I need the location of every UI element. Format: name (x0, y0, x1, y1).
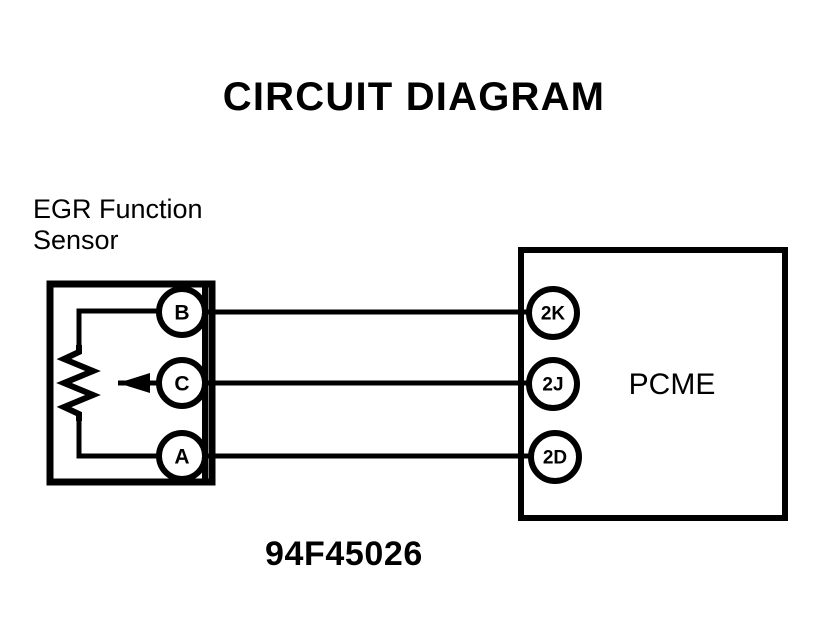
diagram-title: CIRCUIT DIAGRAM (223, 75, 605, 119)
pcme-pin-2d-circle[interactable] (528, 430, 582, 484)
potentiometer-wiper-arrow-icon (118, 373, 150, 393)
pcme-pin-2k-circle[interactable] (526, 286, 580, 340)
wiring-harness (205, 309, 530, 459)
pcme-pin-2d-label: 2D (543, 448, 567, 469)
part-number: 94F45026 (265, 535, 423, 573)
sensor-label-line2: Sensor (33, 225, 119, 255)
pcme-outline (518, 247, 788, 521)
pcme-pin-2j-circle[interactable] (526, 357, 580, 411)
sensor-pin-c-label: C (174, 373, 189, 396)
pcme-pin-2k-label: 2K (541, 304, 566, 325)
pcme-module: PCME 2K 2J 2D (518, 247, 788, 521)
pcme-label: PCME (629, 368, 716, 401)
sensor-pin-a-label: A (174, 446, 189, 469)
sensor-label-line1: EGR Function (33, 194, 203, 224)
sensor-pin-b-label: B (174, 302, 189, 325)
potentiometer-resistor-icon (56, 345, 101, 421)
pcme-pin-2j-label: 2J (542, 375, 563, 396)
